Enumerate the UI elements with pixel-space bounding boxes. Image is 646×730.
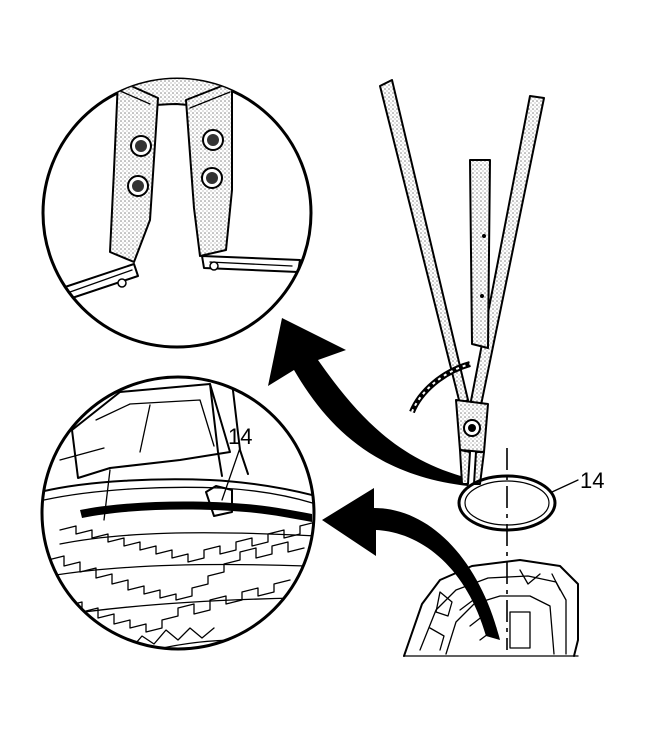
plier-tip-detail-view [41,77,313,349]
snap-ring-pliers [379,79,545,485]
rivet-icon [127,135,152,197]
snap-ring-installed [80,501,312,522]
curved-arrow-icon [268,318,468,486]
callout-label: 14 [228,424,252,449]
callout-14-groove: 14 [221,424,252,501]
transmission-housing [403,559,579,657]
curved-arrow-icon [322,488,500,640]
callout-14-ring: 14 [551,468,604,493]
rivet-icon [201,129,224,189]
ring-groove-detail-view [40,375,316,651]
left-jaw [109,79,159,263]
callout-label: 14 [580,468,604,493]
